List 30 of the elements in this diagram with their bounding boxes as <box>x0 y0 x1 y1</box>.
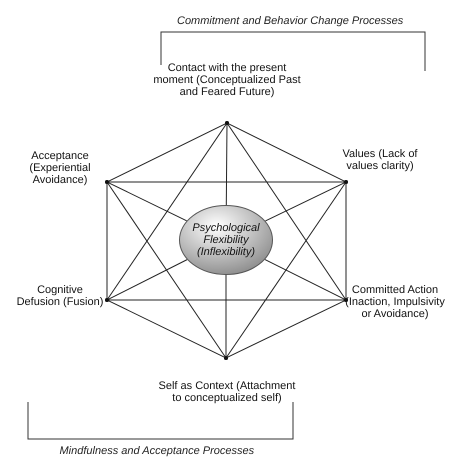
connector-line <box>106 183 108 299</box>
vertex-dot <box>224 356 228 360</box>
connector-line <box>108 124 226 299</box>
process-label: Acceptance (Experiential Avoidance) <box>28 150 92 186</box>
center-ellipse <box>179 205 273 275</box>
connector-line <box>108 259 188 300</box>
process-label: Contact with the present moment (Conceptualized Past and Feared Future) <box>152 62 302 98</box>
bracket-label: Commitment and Behavior Change Processes <box>177 15 404 27</box>
connector-line <box>108 123 226 182</box>
process-label: Self as Context (Attachment to conceptualized self) <box>158 380 296 404</box>
connector-line <box>264 182 345 222</box>
connector-line <box>264 259 345 300</box>
bracket-label: Mindfulness and Acceptance Processes <box>60 445 254 457</box>
connector-line <box>228 124 346 299</box>
vertex-dot <box>225 121 229 125</box>
vertex-dot <box>344 180 348 184</box>
process-label: Values (Lack of values clarity) <box>341 148 418 172</box>
center-text: Psychological Flexibility (Inflexibility) <box>191 222 261 258</box>
connector-line <box>108 300 225 358</box>
connector-line <box>108 182 188 222</box>
connector-line <box>108 183 226 357</box>
connector-line <box>227 300 345 358</box>
connector-line <box>226 124 228 206</box>
vertex-dot <box>105 180 109 184</box>
process-label: Committed Action (Inaction, Impulsivity or Avoidance) <box>344 284 446 320</box>
process-label: Cognitive Defusion (Fusion) <box>16 284 104 308</box>
vertex-dot <box>105 298 109 302</box>
vertex-dot <box>344 298 348 302</box>
connector-line <box>226 182 346 358</box>
connector-line <box>228 123 345 182</box>
